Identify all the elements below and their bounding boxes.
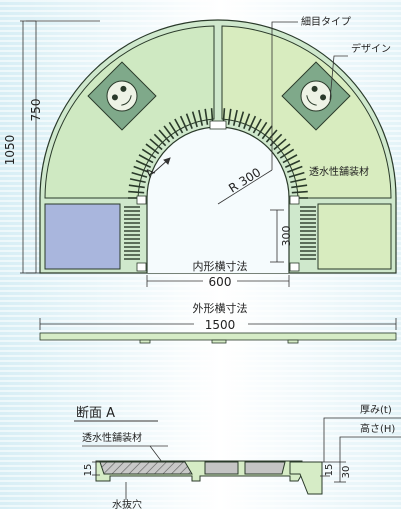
drain-hole-label: 水抜穴 [112, 498, 142, 509]
radius-line [217, 169, 273, 205]
bolt-fittings [136, 120, 300, 272]
thickness-value: 15 [324, 464, 335, 477]
section-material-pointer [149, 445, 163, 463]
callout-design: デザイン [351, 42, 391, 55]
inner-opening [146, 126, 290, 273]
callout-lines [271, 21, 348, 170]
drain-slot [276, 143, 291, 155]
callout-permeable-material: 透水性舗装材 [309, 165, 369, 178]
left-thickness-dimension [92, 461, 100, 476]
leg-drain-slots [124, 206, 316, 260]
left-thickness-value: 15 [83, 464, 94, 477]
drain-slots [128, 108, 308, 199]
drain-slot [138, 154, 154, 164]
drain-slot [141, 148, 157, 159]
design-emblem-left [87, 61, 157, 131]
drain-slot [191, 111, 198, 128]
drain-slot [243, 113, 251, 129]
drain-slot [291, 190, 308, 194]
drain-slot [198, 109, 204, 126]
drain-slot [145, 143, 160, 155]
drain-slot [282, 154, 298, 164]
panel-bottom-left [44, 203, 121, 270]
leg-height-dimension [270, 209, 284, 263]
drain-slot [284, 159, 301, 168]
drain-slot [185, 113, 193, 129]
inner-width-label: 内形横寸法 [193, 259, 248, 273]
outer-width-dimension [39, 318, 397, 330]
drain-slot [279, 148, 295, 159]
height-arc-label: 750 [29, 99, 43, 122]
side-profile [39, 332, 397, 344]
callout-fine-type: 細目タイプ [301, 15, 351, 28]
drain-slot [261, 125, 273, 140]
outer-width-value: 1500 [205, 318, 236, 332]
panel-bottom-right [317, 203, 392, 270]
drain-slot [273, 138, 287, 151]
thickness-label: 厚み(t) [360, 404, 392, 416]
section-profile [95, 460, 323, 495]
drain-slot [163, 125, 175, 140]
drain-slot [128, 184, 145, 189]
drain-slot [128, 190, 145, 194]
inner-width-value: 600 [209, 275, 232, 289]
drain-slot [158, 129, 171, 143]
drain-slot [248, 115, 257, 132]
section-material-label: 透水性舗装材 [82, 431, 142, 444]
section-title: 断面 A [76, 406, 115, 421]
drain-slot [288, 171, 305, 178]
height-dimension-lines [20, 20, 100, 274]
drain-slot [149, 138, 163, 151]
drain-slot [179, 115, 188, 132]
leg-height-label: 300 [280, 226, 293, 247]
drain-slot [133, 165, 149, 173]
drain-slot [174, 118, 184, 134]
drain-slot [153, 133, 167, 147]
drain-slot [287, 165, 303, 173]
height-value: 30 [341, 466, 352, 479]
right-dimension-lines [320, 417, 401, 483]
section-marker-a [151, 157, 171, 175]
drain-slot [291, 184, 308, 189]
drain-slot [238, 111, 245, 128]
drain-slot [129, 178, 146, 184]
height-total-label: 1050 [3, 135, 17, 166]
outer-width-label: 外形横寸法 [193, 301, 248, 315]
drain-slot [168, 121, 179, 137]
inner-width-dimension [146, 275, 290, 287]
drain-slot [135, 159, 152, 168]
drain-slot [252, 118, 262, 134]
drain-slot [227, 108, 232, 125]
drain-slot [204, 108, 209, 125]
design-emblem-right [281, 61, 351, 131]
drain-slot [232, 109, 238, 126]
drain-slot [257, 121, 268, 137]
height-label: 高さ(H) [360, 422, 395, 435]
drain-slot [290, 178, 307, 184]
drain-slot [131, 171, 148, 178]
